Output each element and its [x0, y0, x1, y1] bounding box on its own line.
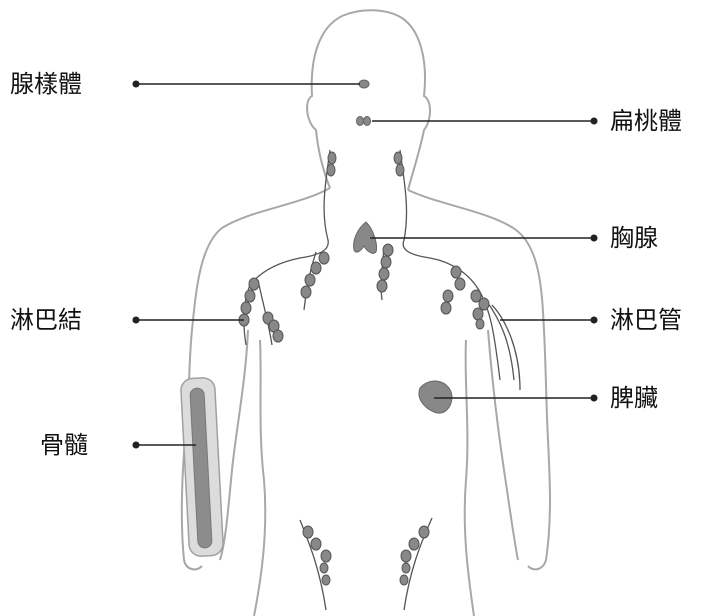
left-flank [254, 340, 265, 616]
lymph-nodes [239, 152, 489, 585]
left-inner-arm [220, 330, 248, 560]
label-adenoid: 腺樣體 [10, 70, 82, 98]
right-torso-outline [408, 190, 550, 569]
right-flank [465, 340, 474, 616]
head-outline [307, 10, 430, 190]
spleen-organ [419, 381, 452, 413]
lymph-vessels [244, 150, 520, 610]
right-inner-arm [488, 330, 518, 560]
bone-marrow-organ [180, 377, 223, 557]
label-spleen: 脾臟 [610, 384, 658, 412]
label-thymus: 胸腺 [610, 224, 658, 252]
label-lymph-node: 淋巴結 [10, 306, 82, 334]
label-bone-marrow: 骨髓 [40, 431, 88, 459]
adenoid-organ [359, 80, 369, 88]
label-tonsil: 扁桃體 [610, 107, 682, 135]
label-lymph-vessel: 淋巴管 [610, 306, 682, 334]
tonsil-organ [357, 117, 371, 126]
